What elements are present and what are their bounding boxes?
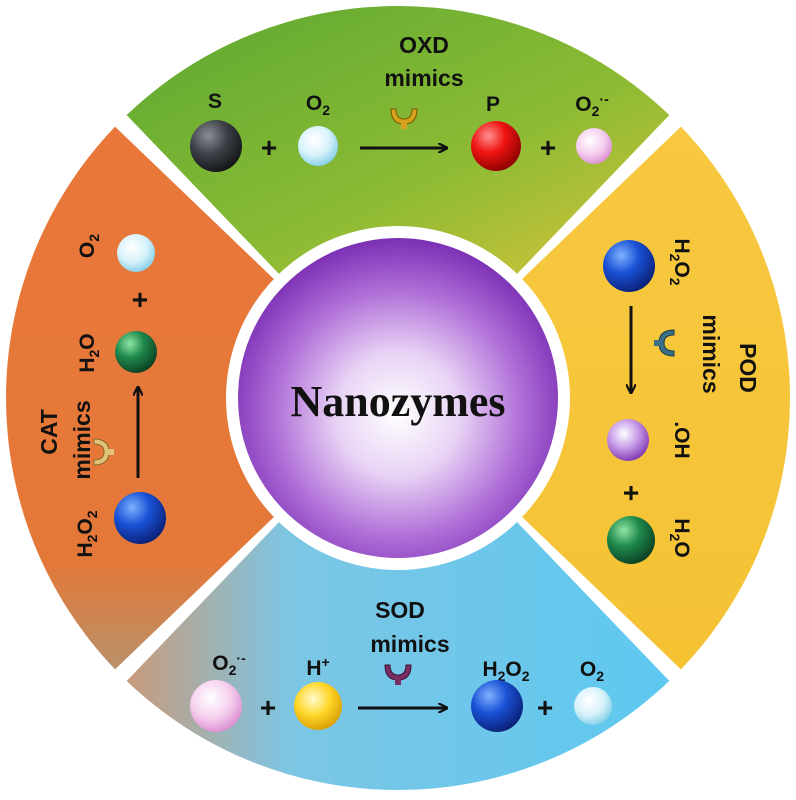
pod-oh-sphere-icon [607, 419, 649, 461]
ring [5, 6, 790, 790]
sod-group: SOD mimics O2·- H+ H2O2 O2 + + [190, 597, 612, 732]
cat-enzyme-icon [93, 438, 114, 466]
sod-plus-1: + [260, 692, 276, 723]
pod-mimics-label: mimics [698, 314, 724, 393]
pod-enzyme-icon [654, 329, 675, 357]
pod-plus: + [616, 485, 647, 501]
oxd-product-label: P [486, 93, 500, 116]
cat-sector [5, 126, 274, 670]
oxd-superoxide-sphere-icon [576, 128, 612, 164]
pod-h2o-sphere-icon [607, 516, 655, 564]
sod-h2o2-sphere-icon [471, 680, 523, 732]
sod-enzyme-icon [384, 664, 412, 685]
oxd-substrate-label: S [208, 90, 222, 113]
cat-h2o2-label: H2O2 [74, 510, 100, 557]
cat-mimics-label: mimics [69, 400, 95, 479]
oxd-enzyme-icon [390, 108, 418, 129]
sod-plus-2: + [537, 692, 553, 723]
sod-o2-sphere-icon [574, 687, 612, 725]
pod-group: POD mimics H2O2 .OH + H2O [603, 238, 761, 564]
oxd-plus-2: + [540, 132, 556, 163]
oxd-product-sphere-icon [471, 121, 521, 171]
center-title: Nanozymes [290, 377, 505, 426]
pod-h2o2-sphere-icon [603, 240, 655, 292]
cat-group: CAT mimics H2O2 H2O + O2 [36, 234, 166, 558]
cat-h2o2-sphere-icon [114, 492, 166, 544]
pod-name: POD [735, 343, 761, 393]
cat-o2-sphere-icon [117, 234, 155, 272]
oxd-o2-sphere-icon [298, 126, 338, 166]
oxd-group: OXD mimics S O2 P O2·- + + [190, 32, 612, 172]
sod-superoxide-sphere-icon [190, 680, 242, 732]
sod-sector [126, 522, 670, 790]
cat-h2o-sphere-icon [115, 331, 157, 373]
oxd-sector [126, 6, 670, 274]
cat-name: CAT [36, 409, 62, 455]
oxd-name: OXD [399, 32, 449, 58]
pod-h2o-label: H2O [667, 518, 693, 557]
cat-plus: + [124, 292, 155, 308]
center-sphere [238, 238, 558, 558]
oxd-plus-1: + [261, 132, 277, 163]
oxd-mimics-label: mimics [384, 65, 463, 91]
oxd-substrate-sphere-icon [190, 120, 242, 172]
sod-hplus-sphere-icon [294, 682, 342, 730]
pod-sector [522, 126, 790, 670]
sod-mimics-label: mimics [370, 631, 449, 657]
pod-oh-label: .OH [670, 421, 693, 458]
sod-name: SOD [375, 597, 425, 623]
